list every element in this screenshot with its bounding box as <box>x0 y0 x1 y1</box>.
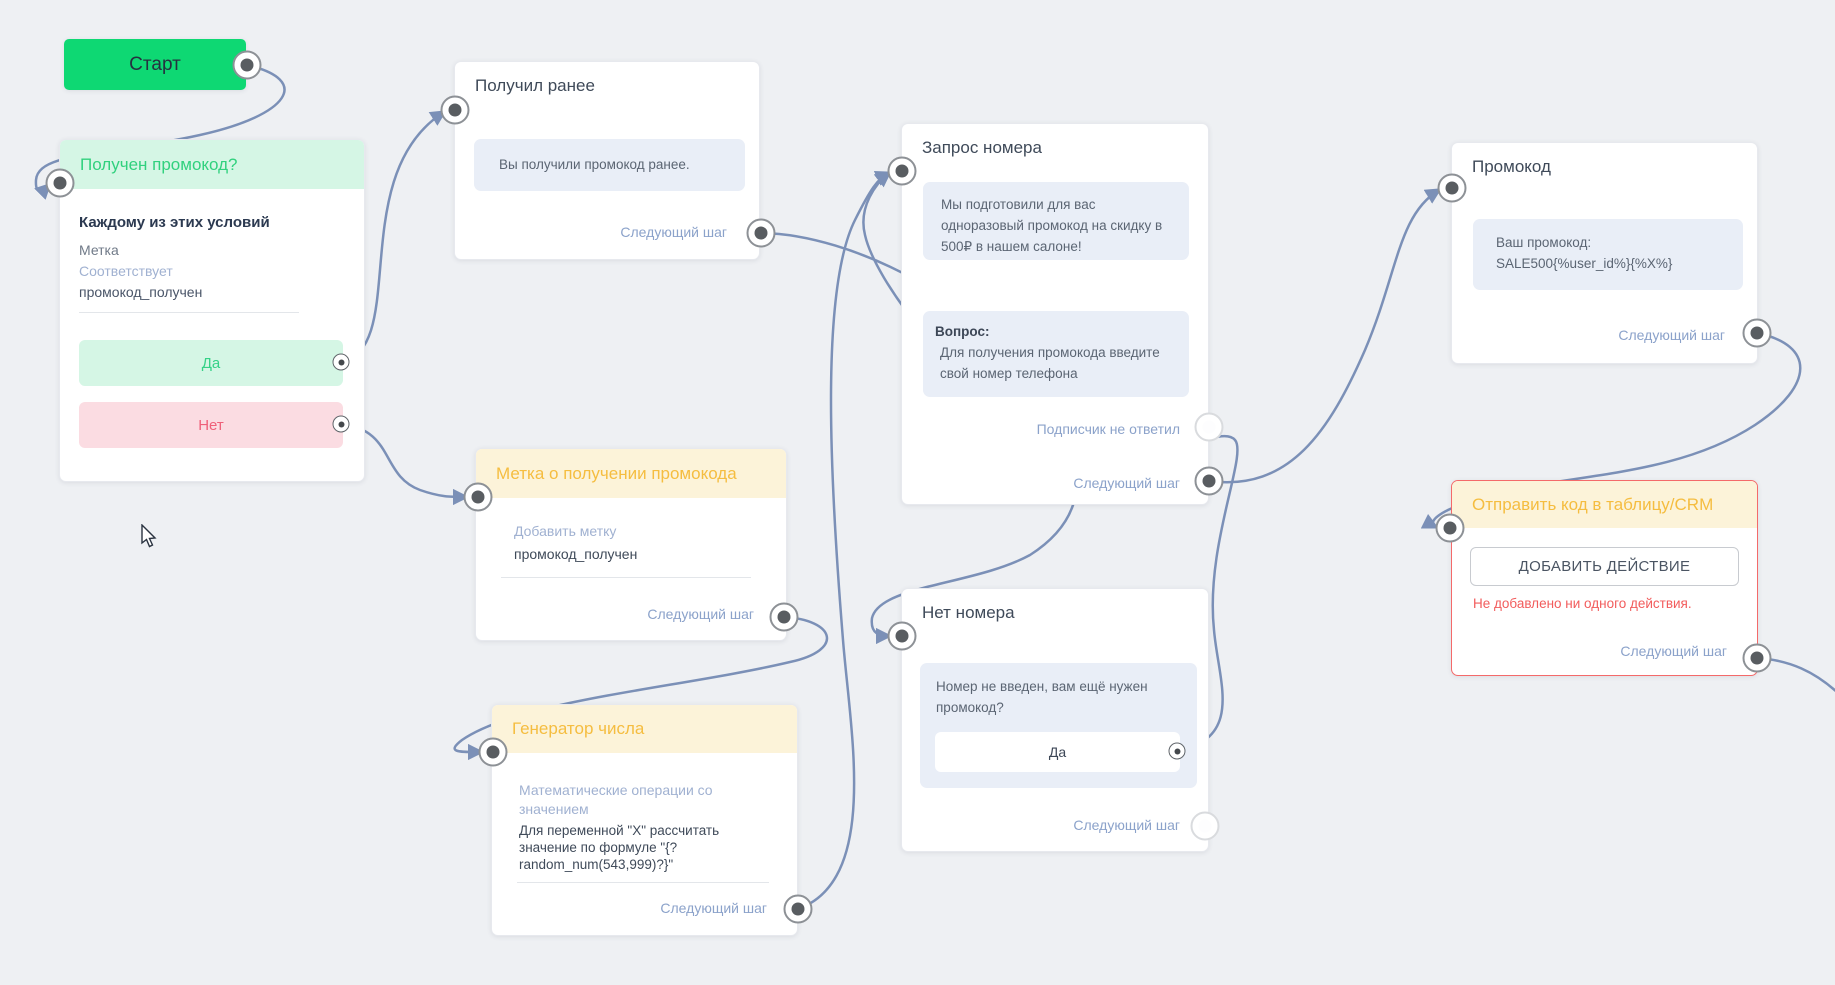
ask-number-question-box: Вопрос: Для получения промокода введите … <box>923 311 1189 397</box>
port-received-before-input[interactable] <box>440 95 470 125</box>
port-condition-input[interactable] <box>45 168 75 198</box>
node-ask-number[interactable]: Запрос номера Мы подготовили для вас одн… <box>901 123 1209 505</box>
port-add-label-input[interactable] <box>463 482 493 512</box>
received-before-message: Вы получили промокод ранее. <box>474 139 745 191</box>
node-start[interactable]: Старт <box>64 39 246 90</box>
edge-promocode-to-crm <box>1420 331 1802 529</box>
no-button-label: Нет <box>198 416 224 434</box>
send-crm-error-text: Не добавлено ни одного действия. <box>1473 596 1692 611</box>
port-promo-code-next[interactable] <box>1742 318 1772 348</box>
node-number-generator[interactable]: Генератор числа Математические операции … <box>491 704 798 936</box>
edge-addlabel-to-generator <box>453 615 828 761</box>
no-number-yes-label: Да <box>1048 744 1067 760</box>
condition-title: Получен промокод? <box>80 154 238 174</box>
no-number-next-link[interactable]: Следующий шаг <box>1073 817 1180 833</box>
send-crm-title: Отправить код в таблицу/CRM <box>1472 494 1714 514</box>
node-send-crm[interactable]: Отправить код в таблицу/CRM ДОБАВИТЬ ДЕЙ… <box>1451 480 1758 676</box>
promo-code-title: Промокод <box>1472 157 1551 176</box>
condition-rule-field: Метка <box>79 242 119 258</box>
edge-generator-to-asknumber <box>797 170 892 911</box>
add-label-title: Метка о получении промокода <box>496 463 737 483</box>
ask-number-next-link[interactable]: Следующий шаг <box>1073 475 1180 491</box>
port-no-number-yes-output[interactable] <box>1168 742 1186 760</box>
port-start-output[interactable] <box>232 50 262 80</box>
node-add-label[interactable]: Метка о получении промокода Добавить мет… <box>475 448 787 641</box>
promo-code-message: Ваш промокод: SALE500{%user_id%}{%X%} <box>1473 219 1743 290</box>
received-before-next-link[interactable]: Следующий шаг <box>620 224 727 240</box>
no-number-message: Номер не введен, вам ещё нужен промокод? <box>936 679 1148 715</box>
mouse-cursor <box>141 524 157 548</box>
no-number-yes-button[interactable]: Да <box>935 732 1180 772</box>
condition-header: Получен промокод? <box>60 140 364 189</box>
port-send-crm-input[interactable] <box>1435 513 1465 543</box>
ask-number-message: Мы подготовили для вас одноразовый промо… <box>923 182 1189 260</box>
port-ask-number-noreply[interactable] <box>1194 412 1224 442</box>
divider <box>501 577 751 578</box>
add-label-action: Добавить метку <box>514 523 617 539</box>
port-number-generator-input[interactable] <box>478 737 508 767</box>
add-action-button-label: ДОБАВИТЬ ДЕЙСТВИЕ <box>1518 558 1691 575</box>
node-received-before[interactable]: Получил ранее Вы получили промокод ранее… <box>454 61 760 260</box>
node-no-number[interactable]: Нет номера Номер не введен, вам ещё нуже… <box>901 588 1209 852</box>
port-promo-code-input[interactable] <box>1437 173 1467 203</box>
edge-asknumber-to-promocode <box>1208 188 1442 484</box>
number-generator-operation: Математические операции со значением <box>519 782 713 817</box>
divider <box>79 312 299 313</box>
no-number-title: Нет номера <box>922 603 1015 622</box>
send-crm-header: Отправить код в таблицу/CRM <box>1452 481 1757 528</box>
ask-number-title: Запрос номера <box>922 138 1042 157</box>
number-generator-description: Для переменной "X" рассчитать значение п… <box>519 823 720 872</box>
ask-number-noreply-link[interactable]: Подписчик не ответил <box>1036 421 1180 437</box>
question-label: Вопрос: <box>935 324 990 339</box>
port-no-number-next[interactable] <box>1190 811 1220 841</box>
port-ask-number-next[interactable] <box>1194 466 1224 496</box>
add-action-button[interactable]: ДОБАВИТЬ ДЕЙСТВИЕ <box>1470 547 1739 586</box>
add-label-value: промокод_получен <box>514 546 638 562</box>
port-no-number-input[interactable] <box>887 621 917 651</box>
promo-message-line1: Ваш промокод: <box>1496 235 1592 250</box>
yes-button-label: Да <box>201 354 221 372</box>
edge-no-to-addlabel <box>340 422 470 506</box>
promo-code-next-link[interactable]: Следующий шаг <box>1618 327 1725 343</box>
received-before-title: Получил ранее <box>475 76 595 95</box>
condition-rule-operator: Соответствует <box>79 263 173 279</box>
divider <box>517 882 769 883</box>
port-ask-number-input[interactable] <box>887 156 917 186</box>
number-generator-next-link[interactable]: Следующий шаг <box>660 900 767 916</box>
add-label-next-link[interactable]: Следующий шаг <box>647 606 754 622</box>
port-received-before-next[interactable] <box>746 218 776 248</box>
port-send-crm-next[interactable] <box>1742 643 1772 673</box>
promo-message-line2: SALE500{%user_id%}{%X%} <box>1496 256 1673 271</box>
question-text: Для получения промокода введите свой ном… <box>940 345 1160 381</box>
send-crm-next-link[interactable]: Следующий шаг <box>1620 643 1727 659</box>
condition-no-button[interactable]: Нет <box>79 402 343 448</box>
node-condition[interactable]: Получен промокод? Каждому из этих услови… <box>59 139 365 482</box>
port-add-label-next[interactable] <box>769 602 799 632</box>
add-label-header: Метка о получении промокода <box>476 449 786 498</box>
condition-rule-title: Каждому из этих условий <box>79 214 270 231</box>
port-condition-no-output[interactable] <box>332 415 350 433</box>
condition-rule-value: промокод_получен <box>79 284 203 300</box>
port-number-generator-next[interactable] <box>783 894 813 924</box>
start-label: Старт <box>129 53 181 75</box>
port-condition-yes-output[interactable] <box>332 353 350 371</box>
node-promo-code[interactable]: Промокод Ваш промокод: SALE500{%user_id%… <box>1451 142 1758 364</box>
condition-yes-button[interactable]: Да <box>79 340 343 386</box>
number-generator-header: Генератор числа <box>492 705 797 753</box>
number-generator-title: Генератор числа <box>512 719 645 738</box>
